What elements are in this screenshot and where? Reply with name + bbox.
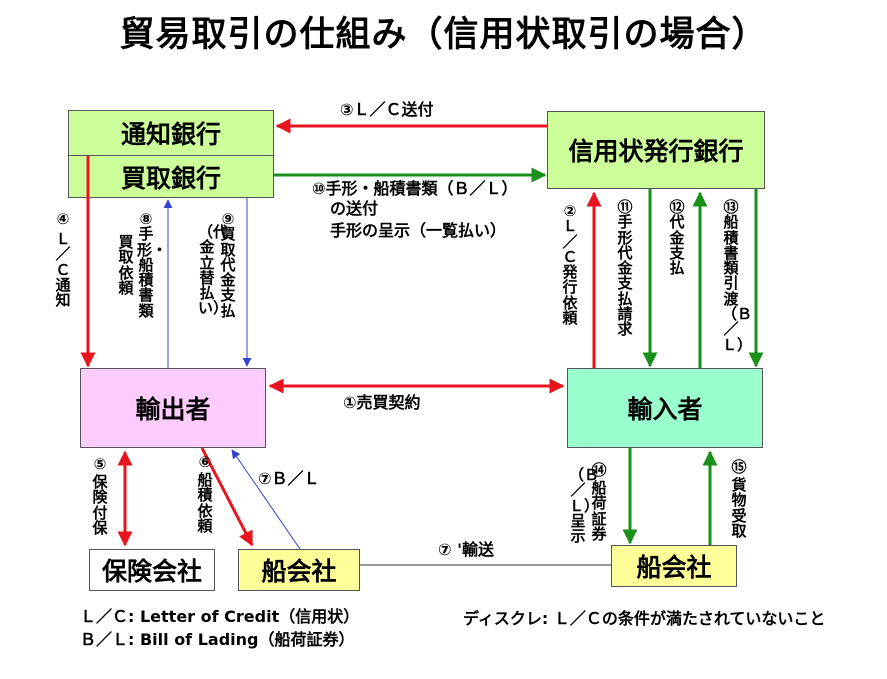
exporter-label: 輸出者 [135, 395, 211, 424]
legend-bl: Ｂ／Ｌ: Bill of Lading（船荷証券） [80, 630, 355, 649]
shipping-company-right-label: 船会社 [636, 553, 712, 582]
notify-bank-label: 通知銀行 [120, 120, 221, 149]
shipping-company-left-label: 船会社 [261, 557, 337, 586]
label-purchase-payment-2: （代金立替払い） [198, 223, 229, 318]
label-purchase-request-2: 買取依頼 [118, 233, 134, 297]
label-docs-send-2: の送付 [330, 199, 379, 218]
importer-label: 輸入者 [627, 395, 703, 424]
label-lc-request: ②Ｌ／Ｃ発行依頼 [562, 202, 578, 328]
legend-disclaimer: ディスクレ: Ｌ／Ｃの条件が満たされていないこと [463, 609, 826, 628]
buying-bank-box: 買取銀行 [68, 155, 274, 198]
label-bl-present-1: 船荷証券 [591, 479, 607, 543]
diagram-title: 貿易取引の仕組み（信用状取引の場合） [119, 15, 768, 55]
importer-box: 輸入者 [567, 368, 763, 448]
label-purchase-request-1: ⑧手形・船積書類 [137, 210, 168, 320]
label-bl-present-num: ⑭ [591, 461, 607, 479]
label-cargo-receipt-num: ⑮ [731, 458, 747, 476]
label-lc-notice-num: ④ [56, 210, 70, 228]
label-lc-notice: Ｌ／Ｃ通知 [55, 230, 71, 310]
exporter-box: 輸出者 [80, 368, 266, 448]
label-sales-contract: ①売買契約 [343, 393, 421, 412]
label-lc-send: ③Ｌ／Ｃ送付 [340, 100, 434, 119]
issuing-bank-box: 信用状発行銀行 [547, 111, 765, 189]
shipping-company-right-box: 船会社 [611, 545, 737, 587]
shipping-company-left-box: 船会社 [238, 549, 360, 591]
notify-bank-box: 通知銀行 [68, 110, 274, 156]
label-payment-request: ⑪手形代金支払請求 [617, 198, 633, 339]
label-purchase-payment-1: ⑨買取代金支払 [220, 210, 236, 320]
insurance-company-label: 保険会社 [101, 557, 202, 586]
label-insurance: 保険付保 [92, 473, 108, 537]
legend-lc: Ｌ／Ｃ: Letter of Credit（信用状） [80, 607, 360, 626]
label-docs-send-1: ⑩手形・船積書類（Ｂ／Ｌ） [312, 179, 518, 198]
label-docs-delivery: ⑬船積書類引渡（Ｂ／Ｌ） [722, 198, 753, 354]
label-payment: ⑫代金支払 [669, 198, 685, 278]
label-shipping-request-num: ⑥ [198, 453, 212, 471]
label-bl-return: ⑦Ｂ／Ｌ [258, 469, 320, 488]
label-transport: ⑦ '輸送 [438, 540, 495, 559]
label-docs-send-3: 手形の呈示（一覧払い） [330, 221, 507, 240]
buying-bank-label: 買取銀行 [120, 163, 221, 193]
insurance-company-box: 保険会社 [89, 549, 215, 591]
label-cargo-receipt: 貨物受取 [731, 476, 747, 540]
arrow-shipping-request [200, 447, 254, 547]
arrow-bl-return [231, 449, 301, 550]
label-shipping-request: 船積依頼 [197, 471, 213, 535]
label-insurance-num: ⑤ [93, 455, 107, 473]
issuing-bank-label: 信用状発行銀行 [568, 137, 744, 166]
label-bl-present-2: （Ｂ／Ｌ）呈示 [569, 466, 600, 546]
